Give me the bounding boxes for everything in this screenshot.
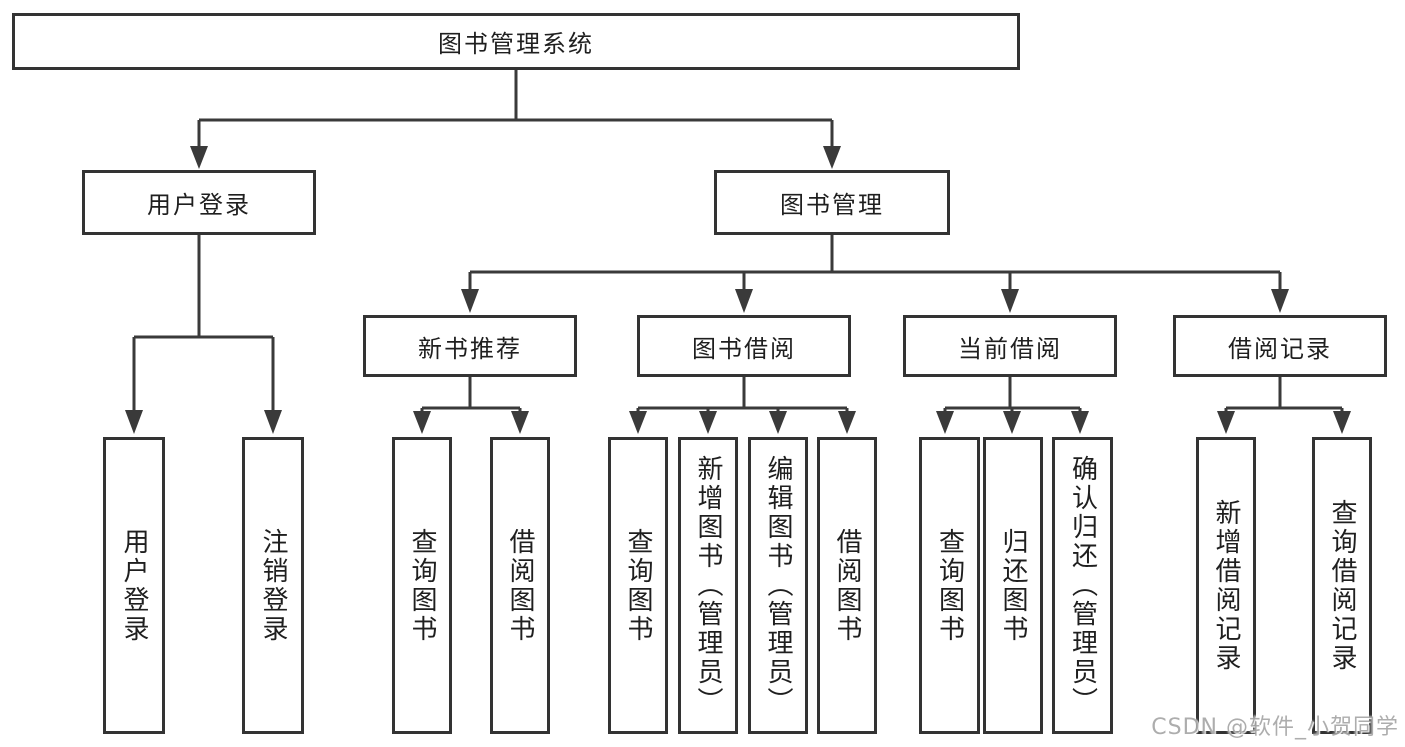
leaf-recommend-0: 查询图书: [392, 437, 452, 734]
leaf-current-1: 归还图书: [983, 437, 1043, 734]
watermark: CSDN @软件_小贺同学: [1151, 715, 1399, 740]
leaf-borrow-3: 借阅图书: [817, 437, 877, 734]
connector-user-login: [125, 235, 282, 434]
node-book-borrowing: 图书借阅: [637, 315, 851, 377]
leaf-login-1: 注销登录: [242, 437, 304, 734]
connector-book-management: [461, 235, 1289, 313]
node-borrowing-records: 借阅记录: [1173, 315, 1387, 377]
leaf-borrow-1: 新增图书（管理员）: [678, 437, 738, 734]
connector-records: [1217, 377, 1351, 434]
connector-recommend: [413, 377, 529, 434]
leaf-borrow-0: 查询图书: [608, 437, 668, 734]
node-root: 图书管理系统: [12, 13, 1020, 70]
leaf-current-0: 查询图书: [919, 437, 980, 734]
leaf-recommend-1: 借阅图书: [490, 437, 550, 734]
connector-root: [190, 70, 841, 169]
connector-borrow: [629, 377, 856, 434]
leaf-records-0: 新增借阅记录: [1196, 437, 1256, 734]
leaf-borrow-2: 编辑图书（管理员）: [748, 437, 808, 734]
leaf-login-0: 用户登录: [103, 437, 165, 734]
leaf-records-1: 查询借阅记录: [1312, 437, 1372, 734]
leaf-current-2: 确认归还（管理员）: [1052, 437, 1113, 734]
node-book-management: 图书管理: [714, 170, 950, 235]
connector-current: [936, 377, 1089, 434]
node-current-borrowing: 当前借阅: [903, 315, 1117, 377]
node-user-login: 用户登录: [82, 170, 316, 235]
node-new-book-recommend: 新书推荐: [363, 315, 577, 377]
